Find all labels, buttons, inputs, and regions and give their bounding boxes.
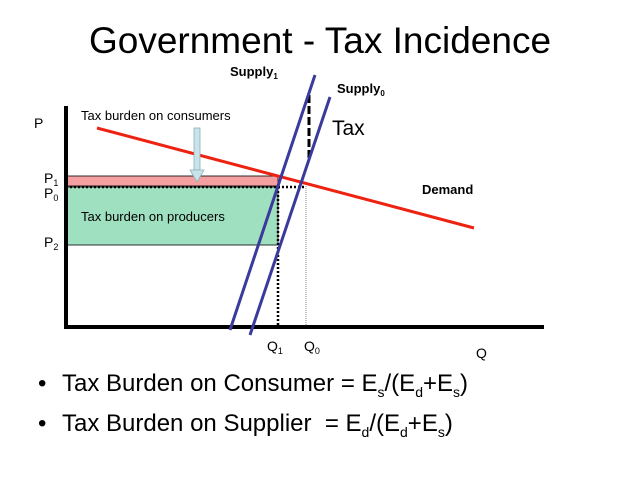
- producer-burden-area: [64, 186, 279, 246]
- supply0-curve: [248, 96, 332, 336]
- axis-p-label: P: [34, 115, 43, 131]
- bullet-supplier-burden: •Tax Burden on Supplier = Ed/(Ed+Es): [38, 410, 453, 440]
- supply1-curve: [228, 74, 317, 331]
- consumer-burden-label: Tax burden on consumers: [81, 108, 231, 123]
- supply1-label: Supply1: [230, 64, 278, 81]
- p0-label: P0: [44, 185, 58, 203]
- slide-title: Government - Tax Incidence: [88, 20, 552, 61]
- arrow-down-icon: [189, 127, 205, 183]
- bullet-consumer-burden: •Tax Burden on Consumer = Es/(Ed+Es): [38, 370, 469, 400]
- consumer-burden-area: [64, 175, 279, 187]
- demand-curve: [96, 126, 475, 230]
- supply0-label: Supply0: [337, 81, 385, 98]
- q0-label: Q0: [304, 338, 320, 356]
- demand-label: Demand: [422, 182, 473, 197]
- tax-label: Tax: [332, 117, 365, 140]
- producer-burden-label: Tax burden on producers: [81, 209, 225, 224]
- axis-q-label: Q: [476, 345, 487, 361]
- p2-label: P2: [44, 234, 58, 252]
- p1-label: P1: [44, 170, 58, 188]
- q1-label: Q1: [267, 338, 283, 356]
